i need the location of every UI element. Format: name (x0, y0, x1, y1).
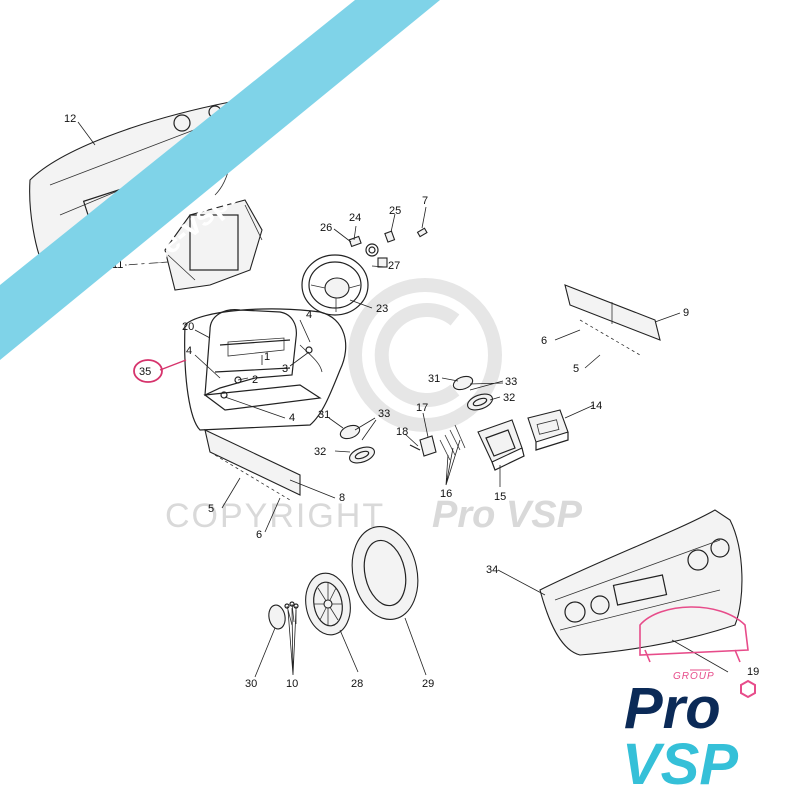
highlight-circle (133, 359, 163, 383)
callout-10: 10 (286, 678, 298, 690)
callout-8: 8 (339, 492, 345, 504)
callout-4-right: 4 (306, 309, 312, 321)
callout-31-left: 31 (318, 409, 330, 421)
part-28-wheel-rim[interactable] (301, 570, 355, 639)
callout-34: 34 (486, 564, 498, 576)
callout-33-right: 33 (505, 376, 517, 388)
part-35-assembly-outline[interactable] (184, 308, 347, 431)
callout-14: 14 (590, 400, 602, 412)
highlight-leader (159, 359, 187, 371)
callout-27: 27 (388, 260, 400, 272)
callout-4-left: 4 (186, 345, 192, 357)
callout-23: 23 (376, 303, 388, 315)
part-30-hub-cap[interactable] (267, 604, 287, 630)
callout-6-right: 6 (541, 335, 547, 347)
parts-31-33-speakers-right[interactable] (452, 374, 495, 413)
callout-15: 15 (494, 491, 506, 503)
callout-35: 35 (139, 366, 151, 378)
callout-24: 24 (349, 212, 361, 224)
hexagon-icon (740, 679, 756, 699)
callout-7: 7 (422, 195, 428, 207)
part-8-side-trim[interactable] (204, 429, 301, 501)
part-29-tire[interactable] (344, 520, 426, 625)
callout-32-right: 32 (503, 392, 515, 404)
callout-6-left: 6 (256, 529, 262, 541)
copyright-ring (348, 278, 502, 432)
callout-26: 26 (320, 222, 332, 234)
callout-29: 29 (422, 678, 434, 690)
callout-2: 2 (252, 374, 258, 386)
part-9-side-trim[interactable] (564, 284, 661, 356)
callout-28: 28 (351, 678, 363, 690)
callout-11: 11 (112, 259, 123, 271)
callout-20: 20 (182, 321, 194, 333)
leader-lines (77, 121, 729, 678)
callout-33-left: 33 (378, 408, 390, 420)
part-15-screen[interactable] (477, 419, 525, 471)
callout-19: 19 (747, 666, 759, 678)
copyright-brand: Pro VSP (432, 494, 583, 536)
logo-pro-label: Pro (624, 676, 721, 741)
callout-3: 3 (282, 363, 288, 375)
callout-25: 25 (389, 205, 401, 217)
parts-24-27-switches[interactable] (348, 227, 428, 268)
callout-5-right: 5 (573, 363, 579, 375)
callout-31-right: 31 (428, 373, 440, 385)
car-silhouette-icon (639, 606, 749, 656)
pro-vsp-logo[interactable]: GROUP Pro VSP (622, 606, 756, 797)
copyright-word: COPYRIGHT (165, 497, 385, 535)
highlight-callout-35[interactable]: 35 (133, 359, 187, 383)
part-23-steering-wheel[interactable] (301, 254, 369, 316)
callout-4-bottom: 4 (289, 412, 295, 424)
part-14-radio[interactable] (527, 409, 569, 451)
callout-32-left: 32 (314, 446, 326, 458)
callout-9: 9 (683, 307, 689, 319)
callout-30: 30 (245, 678, 257, 690)
copyright-watermark: © COPYRIGHT Pro VSP (165, 278, 583, 536)
callout-16: 16 (440, 488, 452, 500)
callout-1: 1 (264, 351, 270, 363)
part-11-console[interactable] (164, 199, 263, 291)
callout-12: 12 (64, 113, 76, 125)
logo-vsp-label: VSP (622, 732, 738, 797)
part-34-rear-bumper[interactable] (539, 509, 743, 656)
copyright-c-glyph (374, 303, 460, 407)
callout-labels: 12 11 20 1 2 3 4 4 4 24 25 26 7 27 23 9 … (64, 113, 759, 690)
part-1-frame[interactable] (203, 309, 323, 411)
logo-group-label: GROUP (673, 671, 715, 682)
callout-17: 17 (416, 402, 428, 414)
banner-band (0, 0, 440, 360)
parts-31-33-speakers-left[interactable] (339, 423, 377, 466)
callout-18: 18 (396, 426, 408, 438)
car-wheels-icon (644, 649, 741, 663)
parts-17-18-clips[interactable] (409, 424, 466, 461)
part-10-wheel-bolts[interactable] (284, 601, 299, 626)
callout-5-left: 5 (208, 503, 214, 515)
